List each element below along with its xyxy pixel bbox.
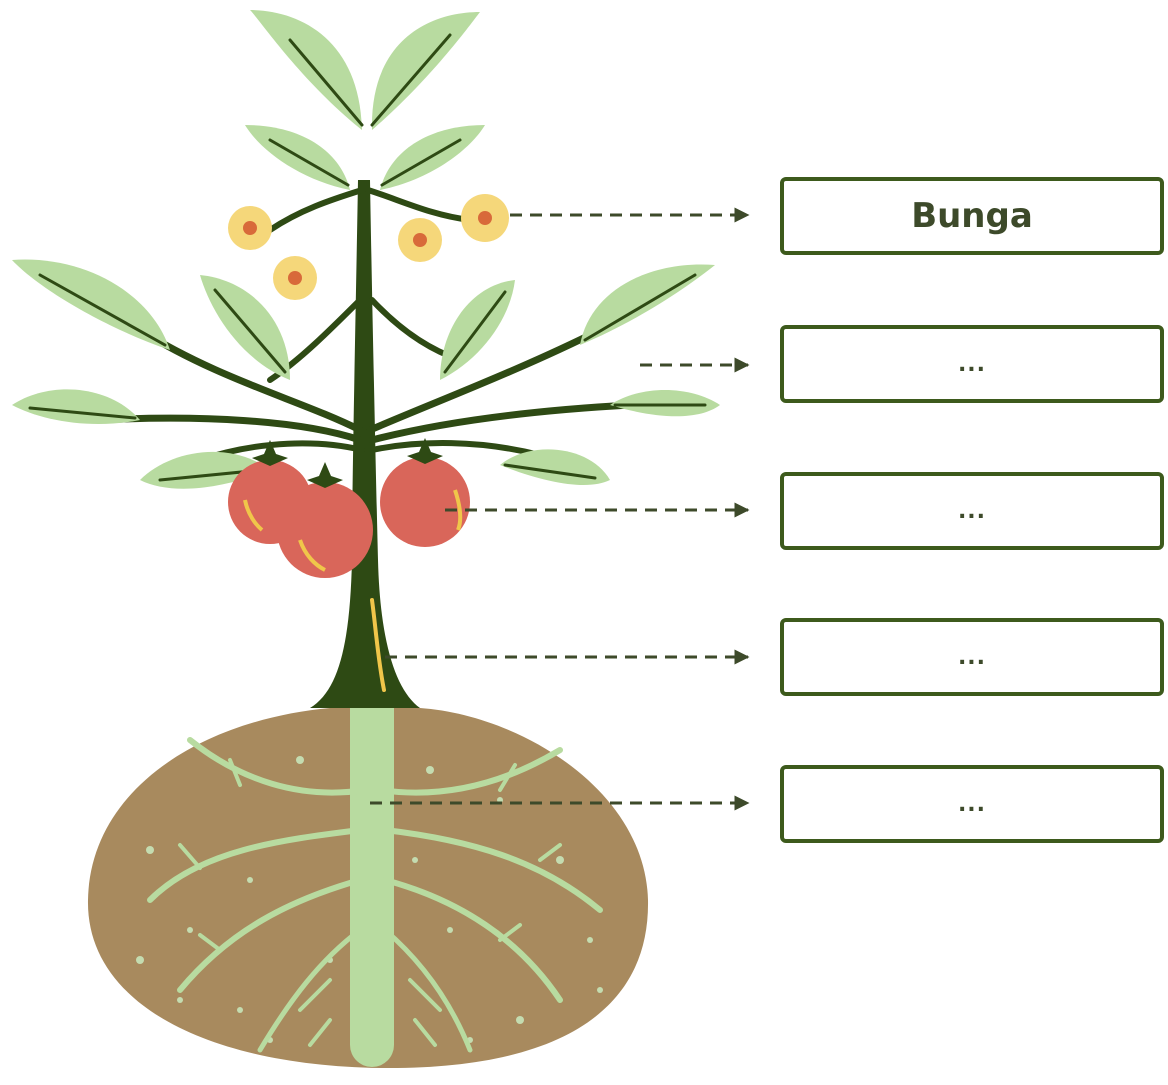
label-text-root: ... — [958, 792, 986, 817]
label-text-leaf: ... — [958, 352, 986, 377]
label-box-fruit[interactable]: ... — [780, 472, 1164, 550]
label-box-root[interactable]: ... — [780, 765, 1164, 843]
label-box-stem[interactable]: ... — [780, 618, 1164, 696]
label-text-flower: Bunga — [911, 196, 1033, 236]
label-box-flower[interactable]: Bunga — [780, 177, 1164, 255]
label-box-leaf[interactable]: ... — [780, 325, 1164, 403]
label-text-stem: ... — [958, 645, 986, 670]
tomatoes — [228, 438, 470, 578]
label-text-fruit: ... — [958, 499, 986, 524]
